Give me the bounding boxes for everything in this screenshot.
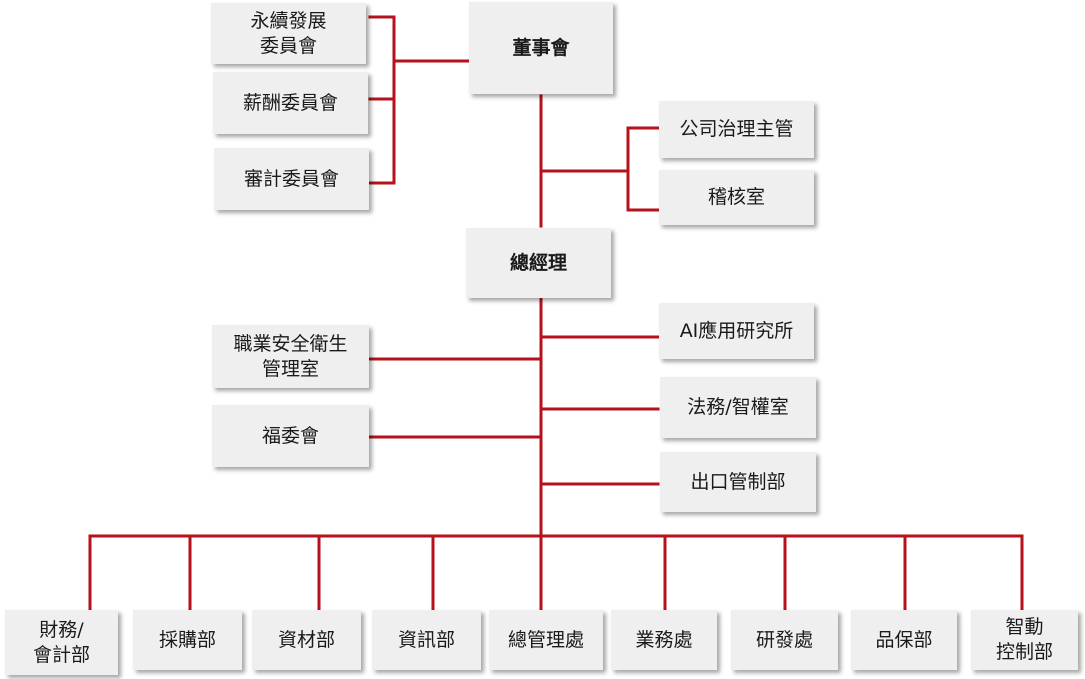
export-control-box: 出口管制部 xyxy=(660,452,816,512)
legal-ip-box: 法務/智權室 xyxy=(660,377,816,438)
qa-box: 品保部 xyxy=(851,610,957,670)
audit-committee-box: 審計委員會 xyxy=(214,148,369,210)
general-manager-box: 總經理 xyxy=(466,228,611,298)
it-box: 資訊部 xyxy=(372,610,481,670)
sustainability-committee-box: 永續發展 委員會 xyxy=(211,3,366,64)
board-box: 董事會 xyxy=(469,2,613,94)
governance-officer-box: 公司治理主管 xyxy=(659,101,814,158)
sales-box: 業務處 xyxy=(611,610,717,670)
purchasing-box: 採購部 xyxy=(133,610,242,670)
finance-accounting-box: 財務/ 會計部 xyxy=(5,610,118,675)
ohs-office-box: 職業安全衛生 管理室 xyxy=(212,325,369,388)
automation-control-box: 智動 控制部 xyxy=(971,610,1078,670)
admin-box: 總管理處 xyxy=(489,610,603,670)
ai-institute-box: AI應用研究所 xyxy=(659,303,814,359)
materials-box: 資材部 xyxy=(252,610,361,670)
connector-group xyxy=(88,15,1024,611)
remuneration-committee-box: 薪酬委員會 xyxy=(213,72,368,134)
internal-audit-box: 稽核室 xyxy=(659,170,814,225)
rd-box: 研發處 xyxy=(731,610,838,670)
welfare-committee-box: 福委會 xyxy=(212,405,369,467)
